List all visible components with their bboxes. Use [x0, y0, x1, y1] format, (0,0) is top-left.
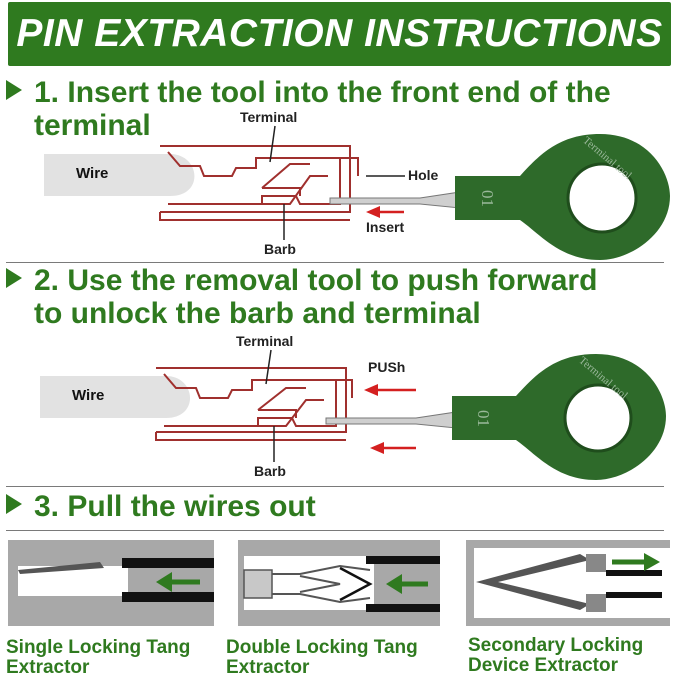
- terminal-label: Terminal: [240, 109, 297, 125]
- step-2-line2: to unlock the barb and terminal: [34, 297, 481, 330]
- push-arrow-top: [364, 384, 416, 396]
- double-tang-extractor-diagram: [238, 540, 440, 626]
- secondary-lock-caption: Secondary Locking Device Extractor: [468, 636, 643, 676]
- step-2-line1: 2. Use the removal tool to push forward: [34, 264, 598, 297]
- divider: [6, 486, 664, 487]
- secondary-lock-caption-line2: Device Extractor: [468, 655, 618, 676]
- insert-diagram: Wire 01 Terminal tool Terminal Hole Barb…: [44, 109, 670, 260]
- step-1-heading: 1. Insert the tool into the front end of…: [6, 76, 611, 142]
- single-tang-caption: Single Locking Tang Extractor: [6, 638, 190, 678]
- barb-label: Barb: [264, 241, 296, 257]
- single-tang-caption-line2: Extractor: [6, 657, 90, 678]
- secondary-lock-extractor-diagram: [466, 540, 670, 626]
- page-title: PIN EXTRACTION INSTRUCTIONS: [16, 12, 663, 55]
- barb-shape: [261, 163, 328, 205]
- single-tang-extractor-diagram: [8, 540, 214, 626]
- secondary-lock-caption-line1: Secondary Locking: [468, 635, 644, 656]
- tool-number: 01: [478, 190, 497, 207]
- terminal-pointer: [265, 349, 272, 385]
- step-1-line2: terminal: [34, 109, 151, 142]
- single-tang-caption-line1: Single Locking Tang: [6, 637, 191, 658]
- extractor-panels: [8, 540, 670, 626]
- push-diagram: Wire 01 Terminal tool Terminal PUSh Barb: [40, 333, 666, 480]
- wire-label: Wire: [76, 165, 108, 182]
- wire-shape: [40, 376, 191, 418]
- step-2-heading: 2. Use the removal tool to push forward …: [6, 264, 597, 330]
- wire-shape: [44, 154, 195, 196]
- double-tang-caption-line2: Extractor: [226, 657, 310, 678]
- extraction-tool: [452, 354, 666, 480]
- extraction-tool: [455, 134, 670, 260]
- divider: [6, 530, 664, 531]
- title-banner: PIN EXTRACTION INSTRUCTIONS: [0, 0, 679, 74]
- step-3-line1: 3. Pull the wires out: [34, 490, 316, 523]
- play-arrow-icon: [6, 268, 22, 288]
- double-tang-caption: Double Locking Tang Extractor: [226, 638, 418, 678]
- terminal-pointer: [269, 125, 276, 163]
- wire-label: Wire: [72, 387, 104, 404]
- title-banner-bg: PIN EXTRACTION INSTRUCTIONS: [8, 2, 671, 66]
- step-3-heading: 3. Pull the wires out: [6, 490, 316, 523]
- barb-shape: [257, 387, 324, 427]
- double-tang-caption-line1: Double Locking Tang: [226, 637, 418, 658]
- tool-number: 01: [474, 410, 493, 427]
- push-arrow-bottom: [370, 442, 416, 454]
- step-1-line1: 1. Insert the tool into the front end of…: [34, 76, 611, 109]
- play-arrow-icon: [6, 494, 22, 514]
- push-label: PUSh: [368, 359, 405, 375]
- divider: [6, 262, 664, 263]
- insert-arrow: [366, 206, 404, 218]
- hole-label: Hole: [408, 167, 439, 183]
- connector-housing: [155, 367, 353, 441]
- play-arrow-icon: [6, 80, 22, 100]
- terminal-label: Terminal: [236, 333, 293, 349]
- connector-housing: [159, 145, 359, 221]
- insert-label: Insert: [366, 219, 404, 235]
- barb-label: Barb: [254, 463, 286, 479]
